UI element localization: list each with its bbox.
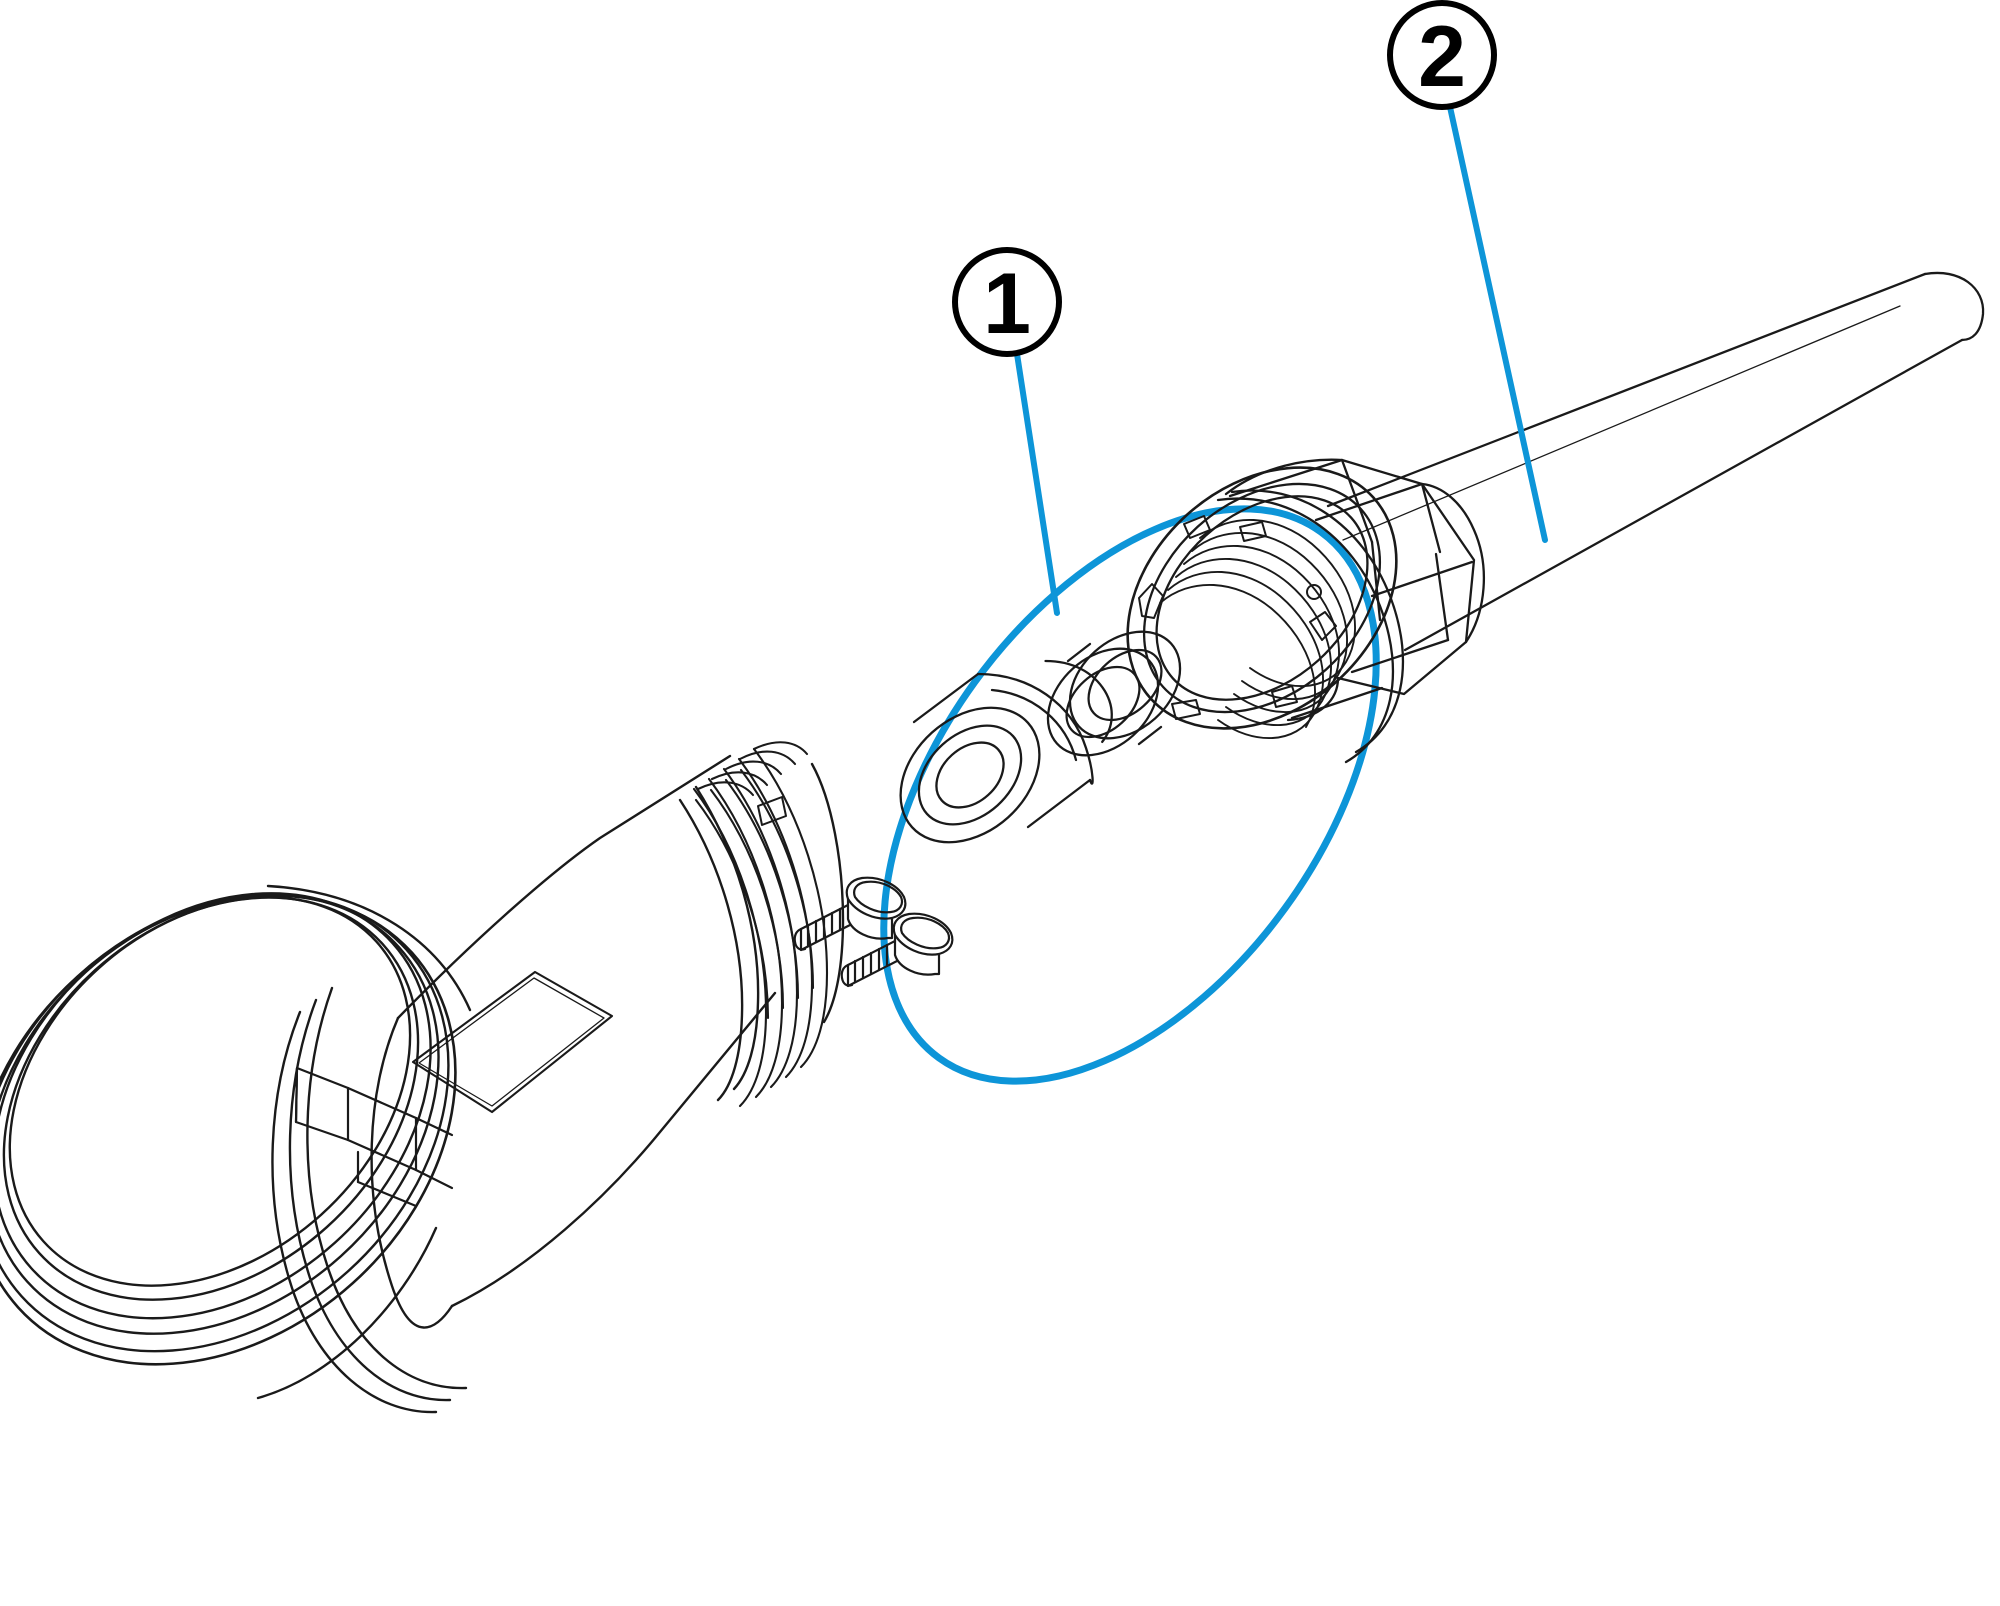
o-ring-depth-top	[1066, 642, 1092, 663]
cable-top-edge	[1326, 272, 1927, 508]
callout-2-circle	[1387, 0, 1497, 110]
bezel-rim-wall-lower	[256, 1226, 438, 1400]
grommet-rim-inner-arc	[990, 688, 1078, 762]
capnut-bore-rim	[1155, 495, 1369, 701]
grommet-front-outer	[899, 706, 1041, 844]
body-label-panel	[411, 970, 614, 1114]
callout-1-label: 1	[983, 256, 1031, 352]
body-top-edge	[396, 754, 732, 1020]
callout-1-leader	[1014, 351, 1060, 616]
grommet-back-rim	[939, 632, 1131, 821]
lamp-male-thread	[692, 741, 829, 1108]
capnut-barrel-bottom-2	[1290, 686, 1384, 720]
grommet-back-edge-arc	[976, 672, 1094, 785]
bezel-collar-arc-3	[306, 986, 468, 1390]
body-shoulder-arc	[678, 798, 744, 1102]
grommet-back-outer	[1044, 659, 1113, 744]
cable-end-cap	[1923, 271, 1985, 342]
screw-left-head-side	[846, 897, 894, 940]
screw-left-tip	[793, 927, 807, 951]
capnut-retaining-tabs	[1138, 515, 1337, 720]
cable-bottom-edge	[1403, 338, 1964, 652]
screw-left-head-ring	[853, 880, 904, 914]
gland-kit-highlight-ellipse	[880, 505, 1380, 1085]
o-ring-back-outer	[1068, 630, 1182, 740]
thread-end-crest	[810, 762, 845, 1024]
cable-entry-edge	[1342, 305, 1901, 541]
body-left-cap-arc	[370, 1016, 454, 1329]
capnut-flange-outer	[1126, 466, 1398, 730]
callout-1-circle	[952, 247, 1062, 357]
grommet-front-inner	[935, 741, 1005, 809]
capnut-facet-3	[1434, 552, 1450, 642]
capnut-side-lower	[1286, 676, 1340, 722]
callout-2-leader	[1447, 104, 1548, 543]
screw-left	[793, 876, 907, 952]
lens-surface	[8, 896, 412, 1287]
callout-2-label: 2	[1418, 9, 1466, 105]
body-label-panel-inner	[418, 977, 605, 1107]
bezel-collar-arc-1	[271, 1010, 438, 1414]
screw-right-head-side	[893, 933, 941, 976]
power-cable	[1326, 271, 1985, 652]
screw-right-tip	[840, 963, 854, 987]
rubber-grommet	[899, 632, 1131, 844]
body-bottom-edge	[450, 991, 777, 1308]
grommet-depth-bottom	[1026, 778, 1092, 829]
screws-group	[793, 876, 954, 988]
capnut-side-upper	[1224, 458, 1344, 496]
cap-nut	[1126, 458, 1486, 764]
body-shoulder-arc-2	[694, 785, 760, 1091]
capnut-rear-arc	[1420, 482, 1486, 644]
grommet-depth-top	[912, 672, 980, 724]
capnut-barrel-ridge-1	[1314, 482, 1424, 522]
capnut-barrel-bottom-edge	[1350, 638, 1450, 674]
capnut-internal-threads	[1159, 519, 1356, 739]
o-ring	[1046, 630, 1182, 757]
bezel-collar-arc-2	[288, 998, 452, 1402]
callout-2[interactable]: 2	[1387, 0, 1548, 543]
capnut-flange-edge-arc	[1230, 489, 1405, 754]
capnut-facet-1	[1340, 458, 1374, 544]
o-ring-depth-bottom	[1137, 725, 1163, 746]
o-ring-front-outer	[1046, 647, 1160, 757]
thread-end-notch	[757, 796, 787, 826]
lamp-assembly	[0, 741, 845, 1414]
capnut-facet-2	[1420, 482, 1442, 554]
screw-right	[840, 912, 954, 988]
screw-right-head-outline	[892, 912, 954, 956]
capnut-flange-edge-arc-2	[1216, 497, 1395, 764]
callout-1[interactable]: 1	[952, 247, 1062, 616]
capnut-facet-4	[1370, 540, 1382, 622]
bezel-rim-wall-upper	[266, 884, 472, 1012]
capnut-back-hex	[1336, 458, 1476, 696]
o-ring-back-inner	[1087, 648, 1163, 722]
grommet-front-mid-ring	[917, 724, 1023, 826]
screw-right-head-ring	[900, 916, 951, 950]
bezel-mounting-clip	[294, 1066, 454, 1208]
bezel-ring-2	[0, 893, 450, 1353]
bezel-ring-4	[0, 892, 432, 1320]
screw-left-head-outline	[845, 876, 907, 920]
lamp-lens-bezel	[0, 892, 457, 1366]
